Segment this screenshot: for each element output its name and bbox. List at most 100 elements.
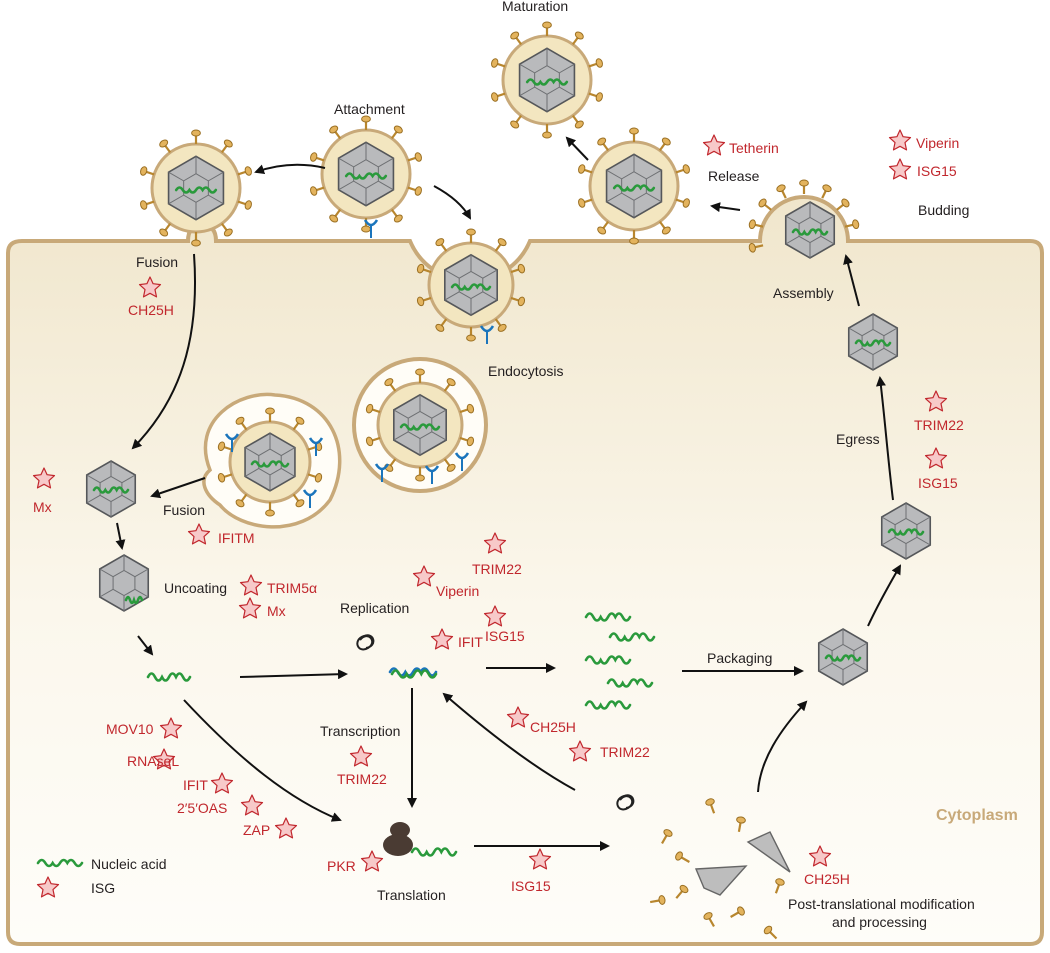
isg-isg15-top: ISG15 [917,163,957,179]
isg-star [239,574,263,596]
glycoprotein-head [595,58,603,68]
glycoprotein-head [265,509,275,517]
rna-progeny [608,632,656,642]
isg-mx-left: Mx [33,499,52,515]
glycoprotein-head [159,139,169,148]
glycoprotein-head [466,403,475,414]
isg-star [349,745,373,767]
capsid-edge [785,215,800,225]
isg-tetherin: Tetherin [729,140,779,156]
rna-strand [344,172,388,180]
arrow-egress [875,376,894,501]
glycoprotein-fragment [705,798,716,814]
glycoprotein-head [414,152,422,162]
translation-label: Translation [377,887,446,903]
rna-translating [410,847,458,857]
capsid-edge [208,171,224,182]
glycoprotein-head [661,226,671,235]
replication-complex [388,667,438,679]
capsid-edge [121,494,136,504]
glycoprotein-head [578,198,586,208]
glycoprotein-head [597,137,607,146]
legend [36,858,84,898]
capsid-edge [820,215,835,225]
isg-star [888,158,912,180]
isg-trim22-mid: TRIM22 [600,744,650,760]
capsid-edge [559,86,575,97]
isg-star [808,845,832,867]
isg-mov10: MOV10 [106,721,154,737]
glycoprotein-fragment [703,912,715,927]
glycoprotein-head [223,228,233,237]
isg-pkr: PKR [327,858,356,874]
legend-isg-swatch [36,876,60,898]
isg-ifit-rep: IFIT [458,634,483,650]
glycoprotein-head [265,407,275,415]
arrow-to-fusion [254,163,326,175]
glycoprotein-head [542,21,552,29]
glycoprotein-head [416,296,425,307]
virion-attachment [310,115,422,233]
isg-star [412,565,436,587]
processed-protein [616,794,635,811]
isg-star [210,772,234,794]
rna-strand [887,528,925,536]
capsid-edge [820,235,835,245]
arrow-fusion-to-cytoplasm [131,253,197,450]
glycoprotein-head [491,58,499,68]
capsid-edge [785,235,800,245]
packaging-label: Packaging [707,650,773,666]
rna-uncoating [124,595,144,605]
rna-progeny [584,655,632,665]
glycoprotein-head [416,263,425,274]
glycoprotein-head [542,131,552,139]
capsid-edge [431,409,447,419]
glycoprotein-head [314,472,323,483]
capsid [98,554,150,612]
cytoplasm-label: Cytoplasm [936,807,1018,824]
isg-star [888,129,912,151]
glycoprotein-head [140,200,148,210]
fusing-endosome [202,392,342,529]
glycoprotein-head [393,214,403,223]
capsid-edge [378,180,394,191]
glycoprotein-head [217,441,226,452]
capsid-edge [646,192,662,203]
capsid-edge [848,327,863,337]
capsid-edge [853,642,868,652]
ribosome-small [390,822,410,838]
glycoprotein-head [682,164,690,174]
capsid-edge [244,447,260,456]
glycoprotein-head [159,228,169,237]
glycoprotein-head [466,436,475,447]
receptor-cup [479,325,495,333]
capsid-edge [818,642,833,652]
receptor-cup [424,465,440,473]
replication-label: Replication [340,600,410,616]
arrow-rna-to-translation [183,699,342,822]
isg-star [238,597,262,619]
rna-strand [174,186,218,194]
glycoprotein-head [435,323,445,332]
isg-star [32,467,56,489]
receptor-cup [374,463,390,471]
receptor-cup [224,433,240,441]
ptm-label-line2: and processing [832,914,927,930]
legend-isg-label: ISG [91,880,116,896]
glycoprotein-head [517,296,526,307]
glycoprotein-head [244,166,252,176]
glycoprotein-head [705,798,715,806]
fusion-label: Fusion [136,254,179,270]
glycoprotein-head [295,499,305,508]
rna-strand [612,184,656,192]
cell-membrane [6,195,1044,946]
budding-virion [748,179,860,259]
receptor-cup [454,452,470,460]
capsid-edge [134,588,149,598]
glycoprotein-head [191,129,201,137]
rna-progeny [606,678,654,688]
virion-endocytosis [416,228,526,342]
isg-viperin-rep: Viperin [436,583,480,599]
glycoprotein-head [574,31,584,40]
capsid-edge [853,662,868,672]
